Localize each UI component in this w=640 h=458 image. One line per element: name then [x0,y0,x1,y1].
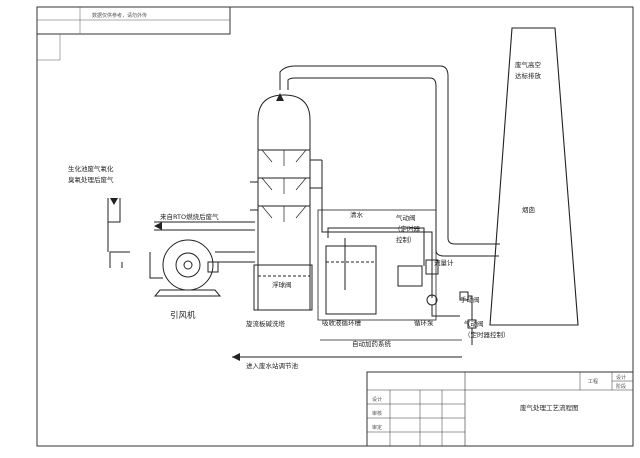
title-cell-2: 设计 [616,374,626,381]
drawing-frame [36,6,634,447]
discharge-label-2: 达标排放 [515,71,542,80]
source-gas-label-1: 生化池废气氧化 [68,164,114,173]
top-note: 数据仅供参考，请勿外传 [92,12,147,19]
title-cell-1: 工程 [588,378,598,385]
title-cell-3: 阶段 [616,383,626,390]
fan-label: 引风机 [170,310,196,321]
chimney: 烟囱 [489,27,579,326]
pneumatic-valve-2-line1: 气动阀 [464,319,484,328]
pneumatic-valve-1-line3: 控制） [396,235,416,244]
dosing-label: 自动加药系统 [352,339,392,348]
to-pool-label: 进入废水站调节池 [246,361,299,370]
drawing-title: 废气处理工艺流程图 [520,403,579,412]
discharge-label-1: 废气高空 [515,60,542,69]
source-gas-label-2: 臭氧处理后废气 [68,175,114,184]
pneumatic-valve-1-line1: 气动阀 [396,213,416,222]
title-row-2: 审核 [372,410,382,417]
tower-label: 旋流板碱洗塔 [246,319,286,328]
pump-label: 循环泵 [414,318,434,327]
absorption-tank [317,209,437,321]
tank-label: 吸收液循环槽 [322,318,362,327]
clear-water-label: 清水 [350,210,364,219]
float-valve-label: 浮球阀 [272,280,292,289]
title-block: 工程 设计 阶段 设计 审核 审定 废气处理工艺流程图 [366,371,634,447]
pump-piping [232,160,477,358]
gas-ducts [107,65,500,268]
title-row-1: 设计 [372,396,382,403]
manual-valve-label: 手动阀 [460,295,480,304]
rto-gas-label: 来自RTO燃烧后废气 [160,212,219,221]
induced-draft-fan [149,239,222,297]
scrubber-tower [250,94,322,311]
chimney-label: 烟囱 [522,205,535,214]
flowmeter-label: 流量计 [434,258,454,267]
top-strip [36,6,231,35]
pneumatic-valve-1-line2: （定时器 [394,224,421,233]
pneumatic-valve-2-line2: （定时器控制） [464,330,510,339]
title-row-3: 审定 [372,424,382,431]
